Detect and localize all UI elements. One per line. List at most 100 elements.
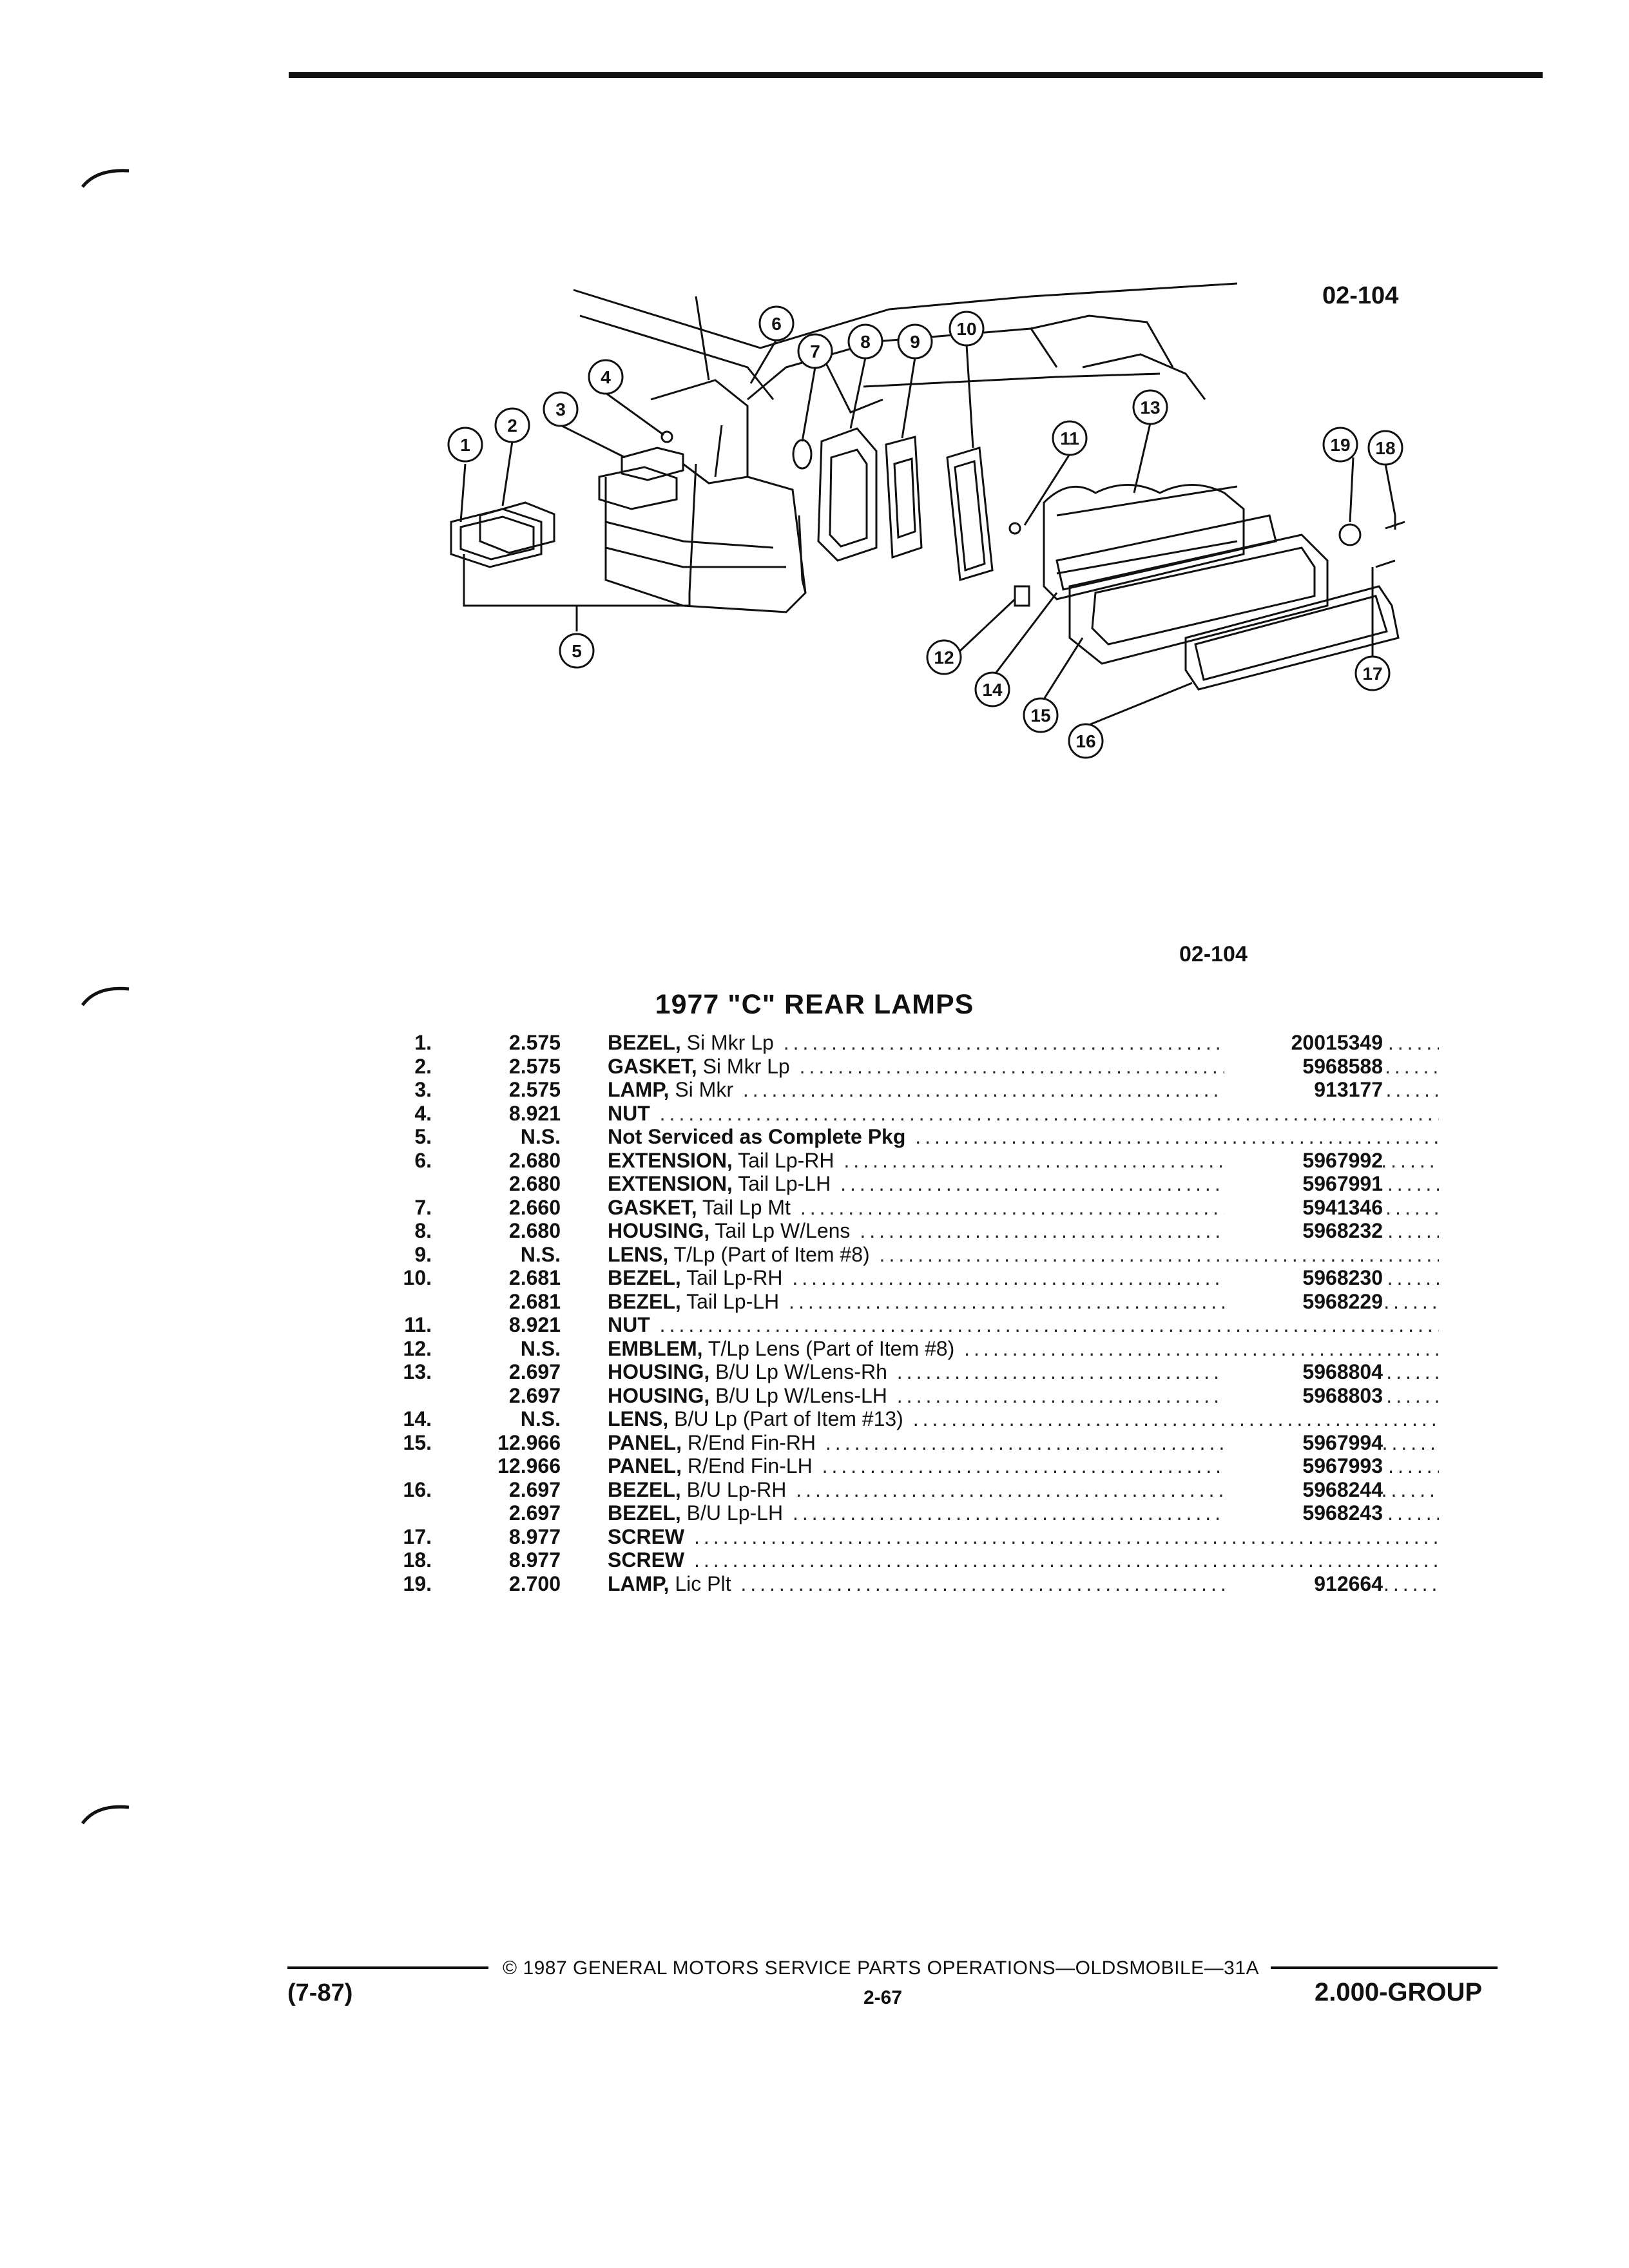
part-name: LENS, xyxy=(608,1242,669,1266)
callout-9: 9 xyxy=(910,332,920,352)
item-number: 3. xyxy=(414,1078,432,1101)
callout-16: 16 xyxy=(1075,731,1095,751)
part-detail: T/Lp Lens (Part of Item #8) xyxy=(702,1336,955,1360)
callout-13: 13 xyxy=(1140,398,1160,418)
leader-dots: ........................................… xyxy=(694,1524,1439,1548)
leader-dots: ........................................… xyxy=(964,1336,1439,1360)
part-number: 5968588 xyxy=(1224,1054,1383,1078)
part-detail: B/U Lp W/Lens-Rh xyxy=(709,1360,887,1383)
part-description: Not Serviced as Complete Pkg ...........… xyxy=(608,1125,1439,1148)
part-name: GASKET, xyxy=(608,1054,697,1078)
part-description: SCREW ..................................… xyxy=(608,1548,1439,1571)
part-number: 913177 xyxy=(1224,1078,1383,1101)
part-name: PANEL, xyxy=(608,1430,682,1454)
group-number: 2.680 xyxy=(508,1172,561,1195)
group-number: N.S. xyxy=(520,1242,561,1266)
part-description: NUT ....................................… xyxy=(608,1313,1439,1336)
item-number: 8. xyxy=(414,1219,432,1242)
callout-11: 11 xyxy=(1060,428,1079,448)
group-number: 2.680 xyxy=(508,1219,561,1242)
group-number: 2.575 xyxy=(508,1054,561,1078)
leader-dots: ........................................… xyxy=(879,1242,1439,1266)
group-number: 2.700 xyxy=(508,1571,561,1595)
callout-8: 8 xyxy=(860,332,871,352)
group-number: 8.977 xyxy=(508,1548,561,1571)
part-detail: Tail Lp W/Lens xyxy=(709,1219,851,1242)
callout-6: 6 xyxy=(771,314,782,334)
group-number: 2.697 xyxy=(508,1501,561,1524)
item-number: 12. xyxy=(403,1336,432,1360)
callout-4: 4 xyxy=(601,367,611,387)
leader-dots: ........................................… xyxy=(915,1125,1439,1148)
callout-19: 19 xyxy=(1330,435,1350,455)
part-name: GASKET, xyxy=(608,1195,697,1219)
callout-2: 2 xyxy=(507,416,517,436)
parts-row: 5. N.S. Not Serviced as Complete Pkg .....… xyxy=(374,1125,1439,1149)
group-number: 2.681 xyxy=(508,1266,561,1289)
part-detail: B/U Lp-RH xyxy=(680,1477,787,1501)
item-number: 4. xyxy=(414,1101,432,1125)
part-name: LAMP, xyxy=(608,1571,670,1595)
group-number: 2.697 xyxy=(508,1477,561,1501)
footer-copyright: © 1987 GENERAL MOTORS SERVICE PARTS OPER… xyxy=(503,1957,1260,1979)
part-name: BEZEL, xyxy=(608,1477,681,1501)
footer-revision: (7-87) xyxy=(287,1979,353,2006)
callout-10: 10 xyxy=(956,319,976,339)
group-number: N.S. xyxy=(520,1336,561,1360)
item-number: 7. xyxy=(414,1195,432,1219)
leader-dots: ........................................… xyxy=(659,1313,1439,1336)
item-number: 1. xyxy=(414,1031,432,1054)
item-number: 6. xyxy=(414,1148,432,1172)
part-detail: Lic Plt xyxy=(669,1571,731,1595)
part-detail: Si Mkr xyxy=(669,1078,733,1101)
item-number: 11. xyxy=(404,1313,432,1336)
parts-row: 18. 8.977 SCREW ..........................… xyxy=(374,1548,1439,1572)
group-number: 2.681 xyxy=(508,1289,561,1313)
group-number: N.S. xyxy=(520,1125,561,1148)
item-number: 18. xyxy=(403,1548,432,1571)
part-detail: Tail Lp-RH xyxy=(680,1266,783,1289)
part-name: SCREW xyxy=(608,1548,685,1571)
item-number: 5. xyxy=(414,1125,432,1148)
callout-7: 7 xyxy=(810,341,820,361)
part-name: SCREW xyxy=(608,1524,685,1548)
item-number: 17. xyxy=(403,1524,432,1548)
figure-code-top: 02-104 xyxy=(1322,282,1399,309)
part-number: 5967991 xyxy=(1224,1172,1383,1195)
part-detail: B/U Lp-LH xyxy=(680,1501,784,1524)
item-number: 13. xyxy=(403,1360,432,1383)
callout-3: 3 xyxy=(555,399,566,419)
footer-rule-right xyxy=(1271,1966,1498,1969)
part-number: 5968232 xyxy=(1224,1219,1383,1242)
part-number: 5968804 xyxy=(1224,1360,1383,1383)
item-number: 10. xyxy=(403,1266,432,1289)
part-name: LENS, xyxy=(608,1407,669,1430)
punch-marks xyxy=(81,169,130,1825)
part-number: 5967992 xyxy=(1224,1148,1383,1172)
part-detail: Si Mkr Lp xyxy=(697,1054,790,1078)
rear-lamps-diagram: 1 2 3 4 5 6 7 8 9 10 11 12 13 14 15 16 1… xyxy=(447,282,1405,759)
leader-dots: ........................................… xyxy=(912,1407,1439,1430)
group-number: 12.966 xyxy=(497,1430,561,1454)
callout-1: 1 xyxy=(460,435,470,455)
part-name: EXTENSION, xyxy=(608,1148,733,1172)
part-description: LENS, T/Lp (Part of Item #8) ...........… xyxy=(608,1243,1439,1266)
header-rule xyxy=(289,72,1543,78)
part-detail: B/U Lp W/Lens-LH xyxy=(709,1383,887,1407)
callout-18: 18 xyxy=(1375,438,1395,458)
part-number: 5968244 xyxy=(1224,1477,1383,1501)
part-detail: R/End Fin-LH xyxy=(681,1454,813,1477)
group-number: 2.660 xyxy=(508,1195,561,1219)
part-number: 5941346 xyxy=(1224,1195,1383,1219)
part-name: PANEL, xyxy=(608,1454,682,1477)
